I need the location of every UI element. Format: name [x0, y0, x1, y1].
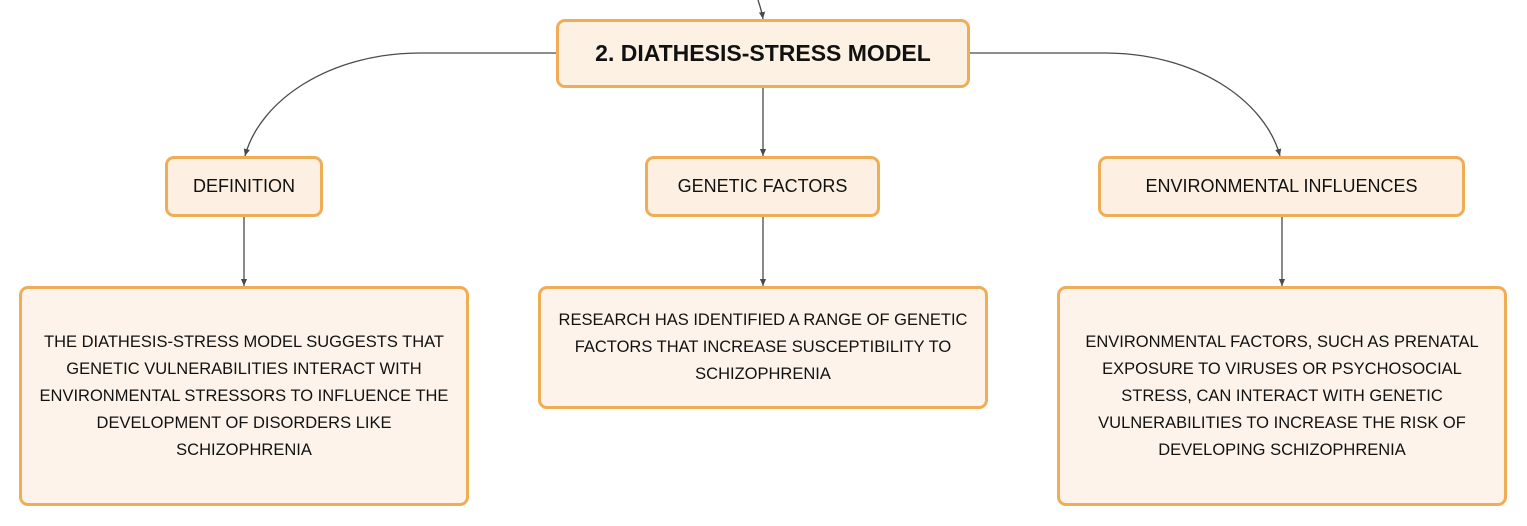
detail-node-definition[interactable]: THE DIATHESIS-STRESS MODEL SUGGESTS THAT…	[19, 286, 469, 506]
category-node-definition[interactable]: DEFINITION	[165, 156, 323, 217]
detail-node-environmental-influences[interactable]: ENVIRONMENTAL FACTORS, SUCH AS PRENATAL …	[1057, 286, 1507, 506]
detail-node-text: RESEARCH HAS IDENTIFIED A RANGE OF GENET…	[558, 311, 968, 383]
detail-node-genetic-factors[interactable]: RESEARCH HAS IDENTIFIED A RANGE OF GENET…	[538, 286, 988, 409]
connector-parent-to-root	[757, 0, 766, 20]
category-node-label: GENETIC FACTORS	[677, 176, 848, 196]
category-node-label: ENVIRONMENTAL INFLUENCES	[1145, 176, 1418, 196]
root-node-label: 2. DIATHESIS-STRESS MODEL	[595, 40, 931, 66]
detail-node-text: ENVIRONMENTAL FACTORS, SUCH AS PRENATAL …	[1085, 332, 1479, 459]
detail-node-text: THE DIATHESIS-STRESS MODEL SUGGESTS THAT…	[39, 332, 449, 459]
connector-root-to-environmental-influences	[970, 52, 1282, 157]
category-node-environmental-influences[interactable]: ENVIRONMENTAL INFLUENCES	[1098, 156, 1465, 217]
root-node[interactable]: 2. DIATHESIS-STRESS MODEL	[556, 19, 970, 88]
category-node-genetic-factors[interactable]: GENETIC FACTORS	[645, 156, 880, 217]
connector-root-to-definition	[243, 52, 556, 157]
category-node-label: DEFINITION	[193, 176, 295, 196]
